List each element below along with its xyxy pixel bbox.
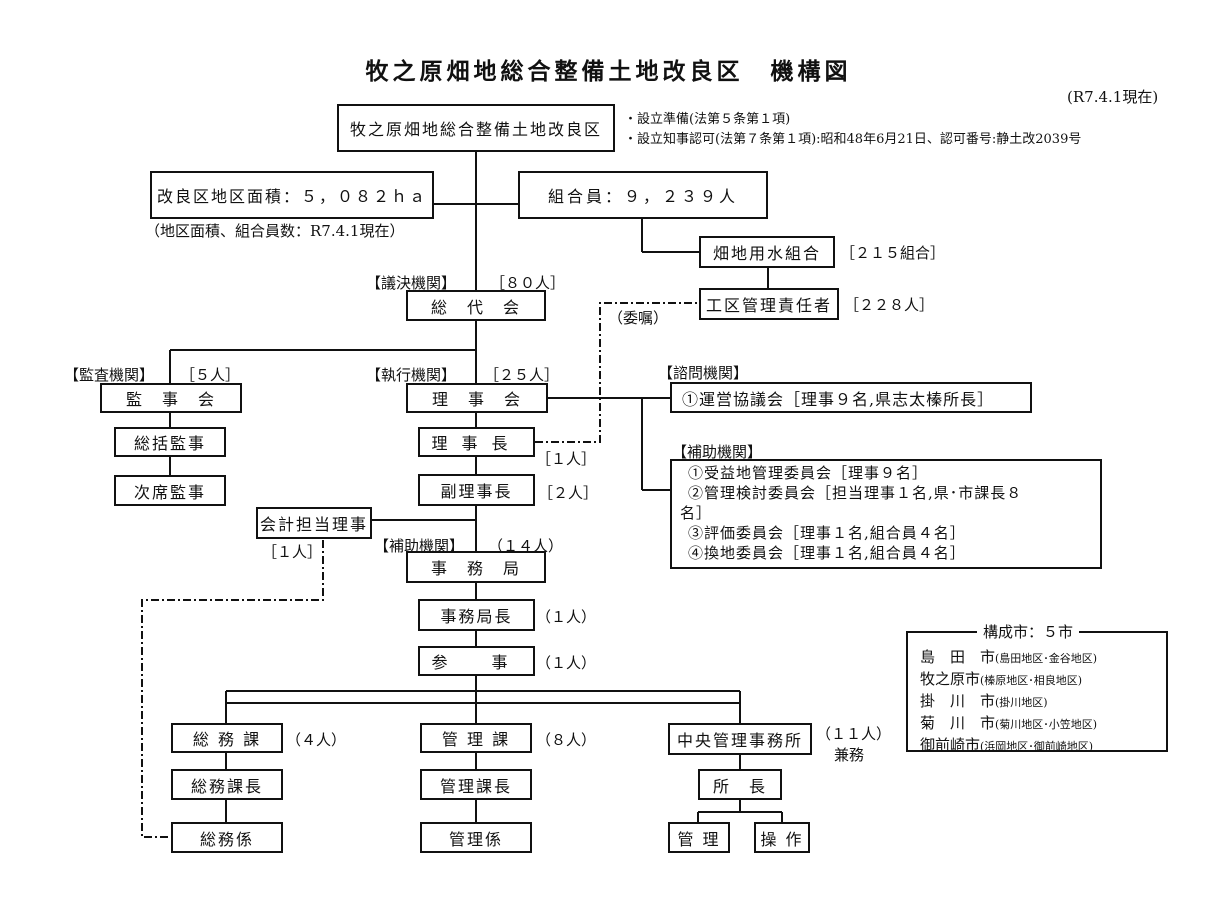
accounting-director-box: 会計担当理事: [256, 507, 372, 539]
secretariat-count: （１４人）: [488, 537, 564, 555]
as-of-date: (R7.4.1現在): [1067, 88, 1159, 106]
page-title: 牧之原畑地総合整備土地改良区 機構図: [365, 59, 852, 85]
auxiliary-item: ①受益地管理委員会［理事９名］: [688, 464, 929, 482]
water-union-box: 畑地用水組合: [699, 236, 835, 268]
secretariat-head-count: （１人）: [536, 608, 597, 626]
chair-count: ［１人］: [536, 450, 597, 468]
sub-auditor-box: 次席監事: [114, 475, 226, 506]
district-manager-box: 工区管理責任者: [699, 288, 839, 320]
members-box: 組合員：９，２３９人: [518, 171, 768, 219]
management-chief-box: 管理課長: [420, 769, 532, 800]
auxiliary-box: ①受益地管理委員会［理事９名］ ②管理検討委員会［担当理事１名,県･市課長８ 名…: [670, 459, 1102, 569]
area-note: （地区面積、組合員数：R7.4.1現在）: [145, 222, 405, 240]
advisory-box: ①運営協議会［理事９名,県志太榛所長］: [670, 382, 1032, 413]
secretariat-category: 【補助機関】: [374, 537, 465, 555]
org-box: 牧之原畑地総合整備土地改良区: [337, 104, 615, 152]
management-box: 管 理 課: [420, 723, 532, 753]
commission-label: （委嘱）: [608, 309, 669, 327]
district-manager-count: ［２２８人］: [844, 296, 935, 314]
city-row: 島 田 市(島田地区･金谷地区): [920, 648, 1098, 666]
city-row: 牧之原市(榛原地区･相良地区): [920, 670, 1083, 688]
central-office-count: （１１人）: [816, 725, 892, 743]
auxiliary-item: ④換地委員会［理事１名,組合員４名］: [688, 544, 966, 562]
general-affairs-chief-box: 総務課長: [171, 769, 283, 800]
city-row: 菊 川 市(菊川地区･小笠地区): [920, 714, 1098, 732]
vice-chair-count: ［２人］: [538, 484, 599, 502]
city-row: 掛 川 市(掛川地区): [920, 692, 1048, 710]
vice-chair-box: 副理事長: [418, 474, 535, 506]
general-affairs-count: （４人）: [286, 731, 347, 749]
secretariat-box: 事 務 局: [406, 551, 546, 583]
advisory-category: 【諮問機関】: [658, 364, 749, 382]
general-affairs-section-box: 総務係: [171, 822, 283, 853]
auxiliary-item: 名］: [680, 504, 713, 522]
central-office-box: 中央管理事務所: [668, 723, 812, 755]
board-box: 理 事 会: [406, 383, 548, 413]
councillor-count: （１人）: [536, 654, 597, 672]
accounting-count: ［１人］: [262, 543, 323, 561]
central-office-chief-box: 所 長: [698, 769, 782, 800]
board-category: 【執行機関】: [366, 366, 457, 384]
board-count: ［２５人］: [484, 366, 560, 384]
audit-count: ［５人］: [180, 366, 241, 384]
council-category: 【議決機関】: [366, 274, 457, 292]
auxiliary-item: ③評価委員会［理事１名,組合員４名］: [688, 524, 966, 542]
water-union-count: ［２１５組合］: [840, 244, 946, 262]
area-box: 改良区地区面積：５，０８２ｈａ: [150, 171, 434, 219]
general-affairs-box: 総 務 課: [171, 723, 283, 753]
central-sub-box-1: 管 理: [668, 822, 730, 853]
auxiliary-item: ②管理検討委員会［担当理事１名,県･市課長８: [688, 484, 1023, 502]
org-note-1: ・設立準備(法第５条第１項): [624, 112, 791, 127]
chair-box: 理事長: [418, 427, 535, 457]
city-row: 御前崎市(浜岡地区･御前崎地区): [920, 736, 1094, 754]
audit-box: 監 事 会: [100, 383, 242, 413]
central-office-concurrent: 兼務: [834, 746, 865, 764]
council-box: 総 代 会: [406, 290, 546, 321]
secretariat-head-box: 事務局長: [418, 599, 535, 631]
org-note-2: ・設立知事認可(法第７条第１項):昭和48年6月21日、認可番号:静土改2039…: [624, 132, 1082, 147]
management-section-box: 管理係: [420, 822, 532, 853]
cities-legend-title: 構成市：５市: [977, 621, 1080, 642]
auxiliary-category: 【補助機関】: [672, 443, 763, 461]
councillor-box: 参 事: [418, 646, 535, 676]
cities-legend: 島 田 市(島田地区･金谷地区) 牧之原市(榛原地区･相良地区) 掛 川 市(掛…: [906, 631, 1168, 754]
chief-auditor-box: 総括監事: [114, 427, 226, 457]
audit-category: 【監査機関】: [64, 366, 155, 384]
central-sub-box-2: 操 作: [754, 822, 810, 853]
management-count: （８人）: [536, 731, 597, 749]
council-count: ［８０人］: [490, 274, 566, 292]
